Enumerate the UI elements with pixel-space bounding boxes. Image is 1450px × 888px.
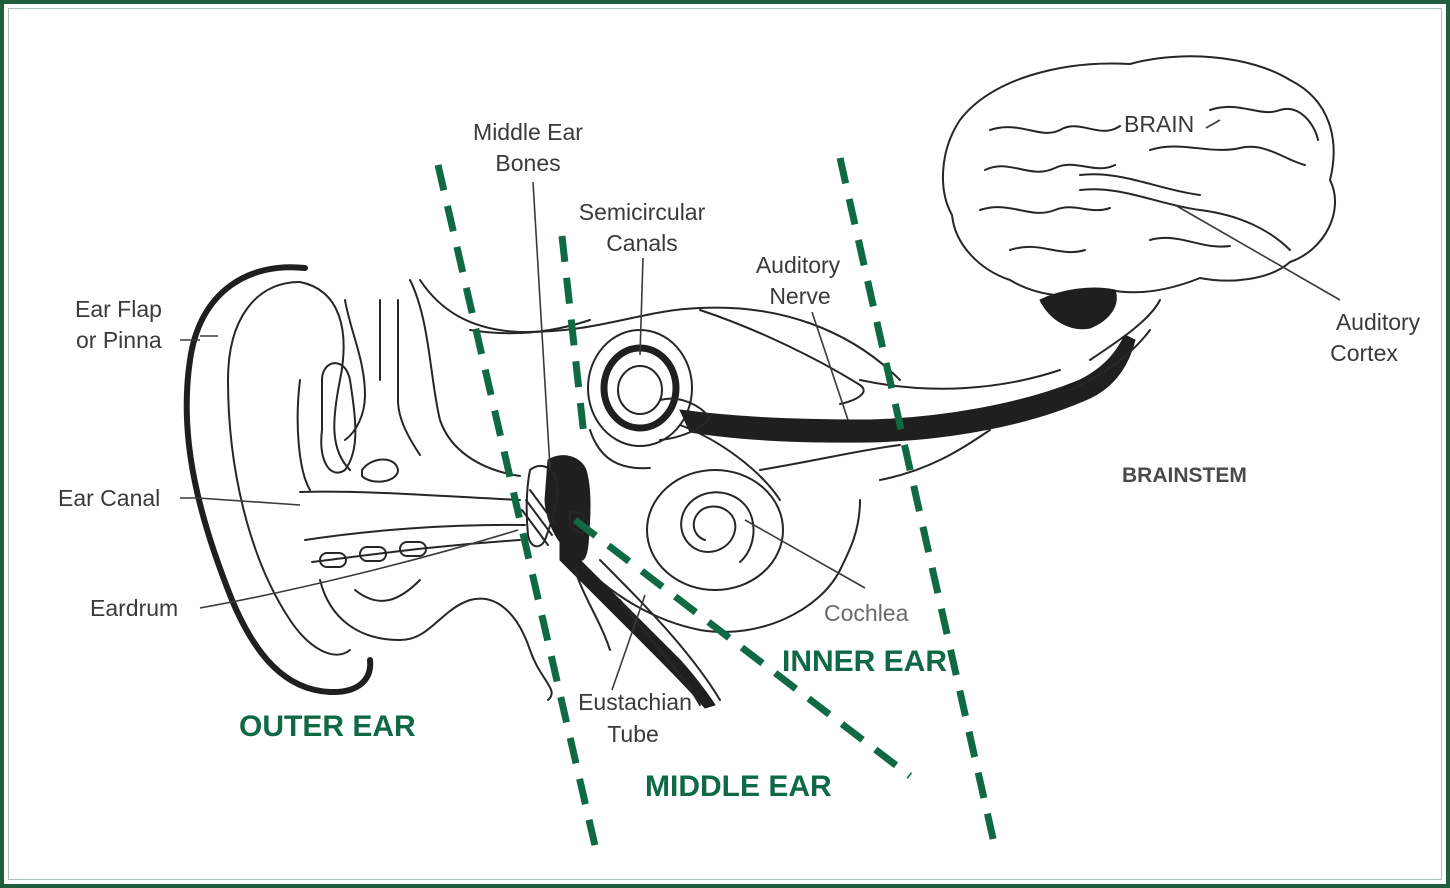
label-eustachian-line1: Eustachian (578, 689, 692, 715)
label-eardrum: Eardrum (90, 595, 178, 621)
region-middle-ear: MIDDLE EAR (645, 770, 832, 803)
divider-middle-inner-top (562, 236, 584, 436)
region-outer-ear: OUTER EAR (239, 710, 416, 743)
label-eustachian-line2: Tube (607, 721, 659, 747)
label-auditory-nerve-line2: Nerve (769, 283, 830, 309)
label-cochlea: Cochlea (824, 600, 909, 626)
ear-canal-drawing (300, 492, 552, 700)
label-auditory-cortex-line2: Cortex (1330, 340, 1398, 366)
label-brainstem: BRAINSTEM (1122, 464, 1247, 487)
label-auditory-cortex-line1: Auditory (1336, 309, 1421, 335)
region-dividers (438, 158, 994, 850)
label-semicircular-line1: Semicircular (579, 199, 706, 225)
label-auditory-nerve-line1: Auditory (756, 252, 841, 278)
label-ear-flap-line2: or Pinna (76, 327, 162, 353)
region-inner-ear: INNER EAR (782, 645, 947, 678)
divider-inner-brain (840, 158, 994, 843)
label-brain: BRAIN (1124, 111, 1194, 137)
brain-drawing (943, 56, 1335, 328)
region-labels: OUTER EAR MIDDLE EAR INNER EAR (239, 645, 947, 803)
label-semicircular-line2: Canals (606, 230, 678, 256)
label-ear-flap-line1: Ear Flap (75, 296, 162, 322)
label-middle-ear-bones-line1: Middle Ear (473, 119, 583, 145)
label-ear-canal: Ear Canal (58, 485, 160, 511)
label-middle-ear-bones-line2: Bones (495, 150, 560, 176)
middle-ear-bones-drawing (522, 456, 590, 561)
ear-anatomy-diagram: Ear Flap or Pinna Ear Canal Eardrum Midd… (4, 4, 1446, 884)
eustachian-tube-drawing (560, 540, 720, 708)
